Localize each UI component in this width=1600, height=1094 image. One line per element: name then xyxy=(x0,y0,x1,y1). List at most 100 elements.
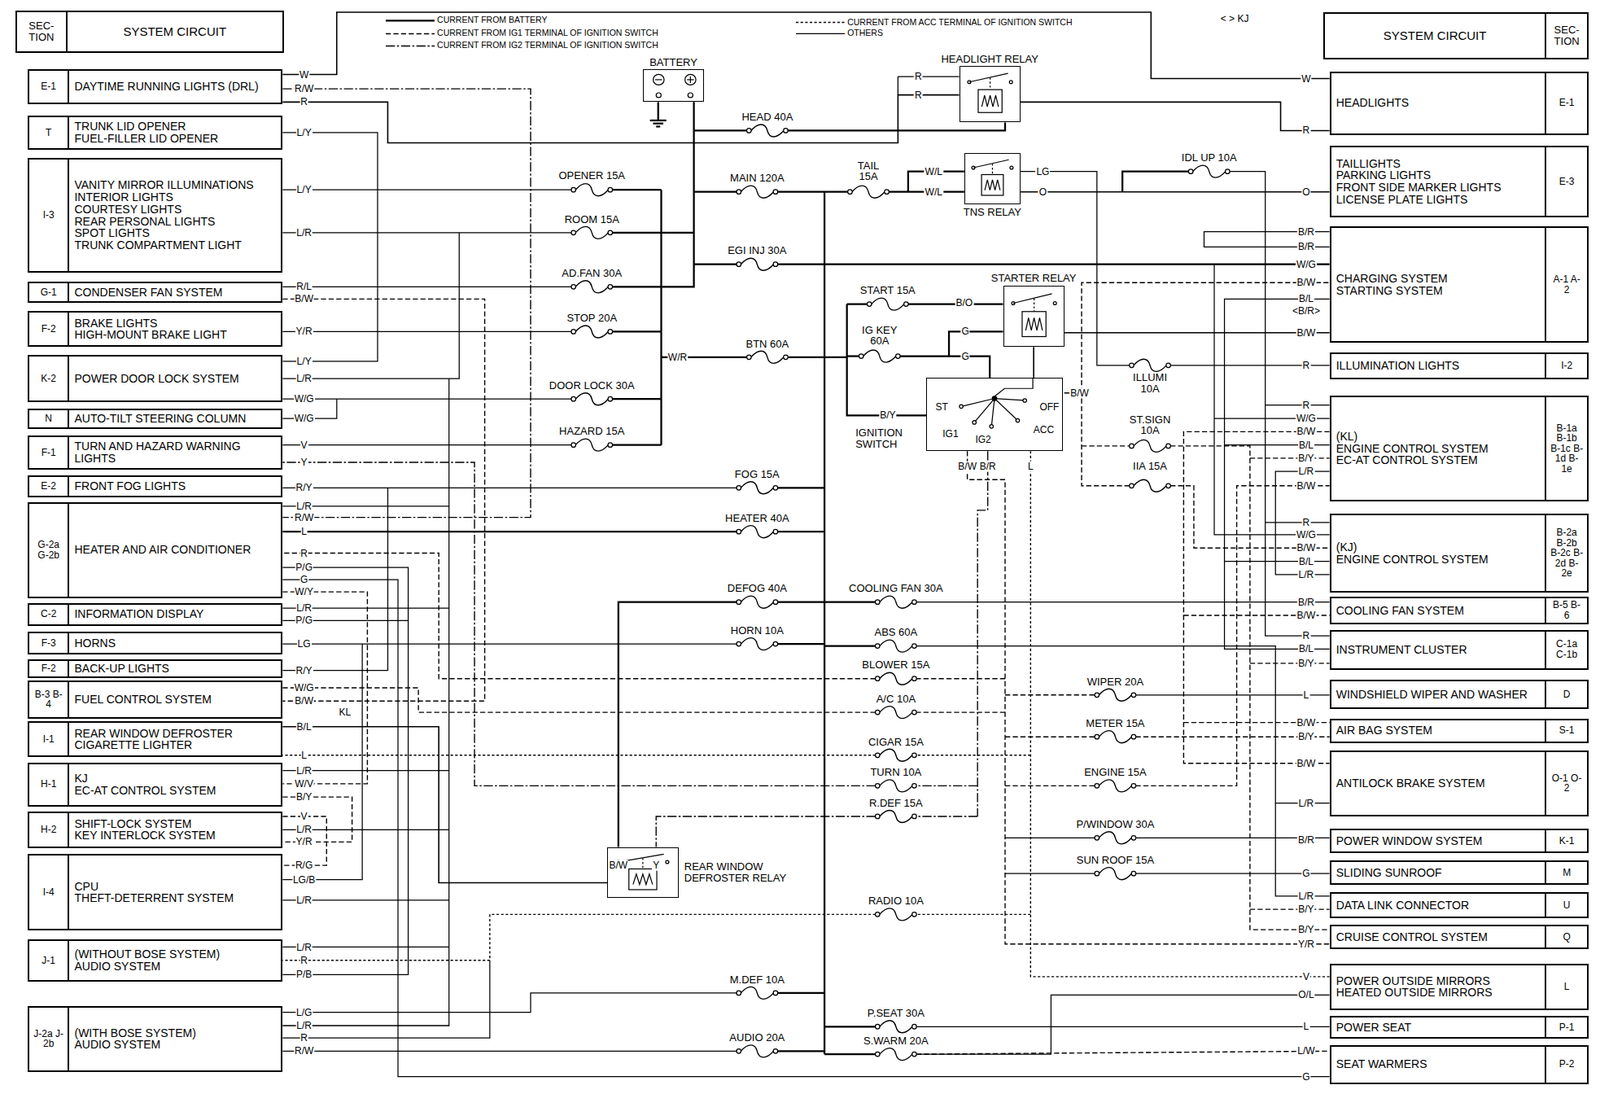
section-cell: L xyxy=(1544,965,1587,1010)
wire xyxy=(1229,171,1330,636)
system-box: K-2POWER DOOR LOCK SYSTEM xyxy=(27,354,283,403)
text-stack: HEATER AND AIR CONDITIONER xyxy=(74,543,276,556)
legend-sample xyxy=(385,42,435,49)
wire-color-code: O/L xyxy=(1297,989,1315,1001)
wire xyxy=(1005,873,1095,875)
fuse-label: WIPER 20A xyxy=(1086,676,1145,688)
fuse-label: R.DEF 15A xyxy=(868,797,924,809)
system-name: HIGH-MOUNT BRAKE LIGHT xyxy=(74,328,276,341)
text-stack: SLIDING SUNROOF xyxy=(1336,866,1540,879)
fuse-symbol xyxy=(847,185,889,198)
wire-color-code: B/W xyxy=(1296,716,1317,728)
section-cell: F-2 xyxy=(29,660,70,677)
wire-color-code: L/Y xyxy=(296,127,313,139)
wire-color-code: B/W xyxy=(1296,426,1317,438)
system-name: INFORMATION DISPLAY xyxy=(74,607,276,621)
section-code: O-1 O-2 xyxy=(1550,773,1583,794)
wire xyxy=(847,302,868,305)
fuse-symbol xyxy=(571,280,613,293)
wire xyxy=(916,815,978,817)
wire xyxy=(967,450,1330,945)
description-cell: POWER OUTSIDE MIRRORSHEATED OUTSIDE MIRR… xyxy=(1331,965,1545,1010)
section-code: E-1 xyxy=(40,81,57,92)
system-name: FRONT FOG LIGHTS xyxy=(74,480,276,493)
fuse-label: TURN 10A xyxy=(869,766,923,779)
legend-sample xyxy=(795,19,845,27)
fuse-label: S.WARM 20A xyxy=(862,1035,930,1047)
wire xyxy=(897,76,899,96)
description-cell: CHARGING SYSTEMSTARTING SYSTEM xyxy=(1331,227,1545,341)
section-cell: I-2 xyxy=(1544,354,1587,379)
wire-color-code: R xyxy=(1302,125,1312,136)
description-cell: HORNS xyxy=(69,633,281,653)
wire-color-code: R xyxy=(299,1032,309,1044)
wire-color-code: B/W xyxy=(293,695,315,707)
fuse-label: M.DEF 10A xyxy=(729,974,786,986)
system-box: H-1KJEC-AT CONTROL SYSTEM xyxy=(27,762,283,807)
fuse-label: METER 15A xyxy=(1084,717,1146,730)
fuse-label: BLOWER 15A xyxy=(861,660,931,672)
section-code: F-3 xyxy=(41,638,57,649)
wire xyxy=(612,231,694,234)
description-cell: AUTO-TILT STEERING COLUMN xyxy=(69,410,281,428)
component-label: HEADLIGHT RELAY xyxy=(939,53,1040,66)
wire-color-code: L/R xyxy=(295,1020,313,1032)
system-box: E-2 FRONT FOG LIGHTS xyxy=(27,475,283,497)
text-stack: AIR BAG SYSTEM xyxy=(1336,724,1540,737)
wire-color-code: L/R xyxy=(1298,797,1316,809)
section-cell: E-2 xyxy=(29,476,70,495)
section-code: A-1 A-2 xyxy=(1550,274,1583,295)
section-cell: A-1 A-2 xyxy=(1544,227,1587,341)
wire-color-code: B/W xyxy=(1296,758,1317,770)
system-name: CHARGING SYSTEM xyxy=(1336,272,1540,285)
wire xyxy=(694,263,738,266)
wire-color-code: <B/R> xyxy=(1291,306,1321,317)
fuse-label: COOLING FAN 30A xyxy=(848,583,945,595)
system-name: (KL) xyxy=(1336,430,1540,443)
wire xyxy=(1005,736,1095,738)
description-cell: HEADLIGHTS xyxy=(1331,73,1545,134)
section-code: M xyxy=(1562,867,1571,879)
wire xyxy=(948,331,1003,356)
wire-color-code: L/R xyxy=(295,603,313,614)
description-cell: BACK-UP LIGHTS xyxy=(69,660,281,677)
terminal-name: IG2 xyxy=(974,434,991,446)
fuse-symbol xyxy=(1128,358,1171,372)
terminal-name: IG1 xyxy=(942,428,958,439)
description-cell: (KL)ENGINE CONTROL SYSTEMEC-AT CONTROL S… xyxy=(1331,397,1545,499)
fuse-symbol xyxy=(736,638,779,651)
wire-color-code: R xyxy=(1302,360,1312,372)
wire xyxy=(612,397,661,400)
description-cell: (WITH BOSE SYSTEM)AUDIO SYSTEM xyxy=(69,1007,281,1070)
system-name: HORNS xyxy=(74,637,276,650)
battery-symbol xyxy=(652,74,696,99)
wire-color-code: V xyxy=(300,439,309,451)
section-cell: S-1 xyxy=(1544,720,1587,742)
wire xyxy=(1265,404,1330,406)
wire-color-code: B/Y xyxy=(1297,904,1315,915)
legend-sample xyxy=(385,17,435,24)
system-box: F-2BACK-UP LIGHTS xyxy=(27,659,283,678)
system-box: B-3 B-4FUEL CONTROL SYSTEM xyxy=(27,680,283,718)
header-box: SYSTEM CIRCUITSEC- TION xyxy=(1323,12,1589,60)
text-stack: (KL)ENGINE CONTROL SYSTEMEC-AT CONTROL S… xyxy=(1336,430,1540,467)
component-art xyxy=(926,378,1063,451)
ignition-switch: IGNITION SWITCHSTOFFIG1IG2ACC xyxy=(926,377,1063,451)
section-code: C-2 xyxy=(40,608,57,620)
wire-color-code: W/G xyxy=(293,413,315,425)
wire xyxy=(777,601,825,604)
relay-box: REAR WINDOW DEFROSTER RELAY xyxy=(607,847,679,899)
wire xyxy=(694,191,738,193)
fuse-label: AD.FAN 30A xyxy=(560,267,623,280)
wire xyxy=(282,642,737,644)
system-box: COOLING FAN SYSTEMB-5 B-6 xyxy=(1329,596,1589,624)
wire xyxy=(777,191,849,193)
section-code: K-1 xyxy=(1559,835,1575,847)
fuse-label: AUDIO 20A xyxy=(728,1031,786,1044)
system-name: DATA LINK CONNECTOR xyxy=(1336,899,1540,912)
fuse-symbol xyxy=(874,779,917,792)
text-stack: TAILLIGHTSPARKING LIGHTSFRONT SIDE MARKE… xyxy=(1336,157,1540,206)
wire-color-code: G xyxy=(960,326,970,337)
wire-color-code: R xyxy=(913,71,923,83)
wire-color-code: V xyxy=(1302,971,1311,983)
